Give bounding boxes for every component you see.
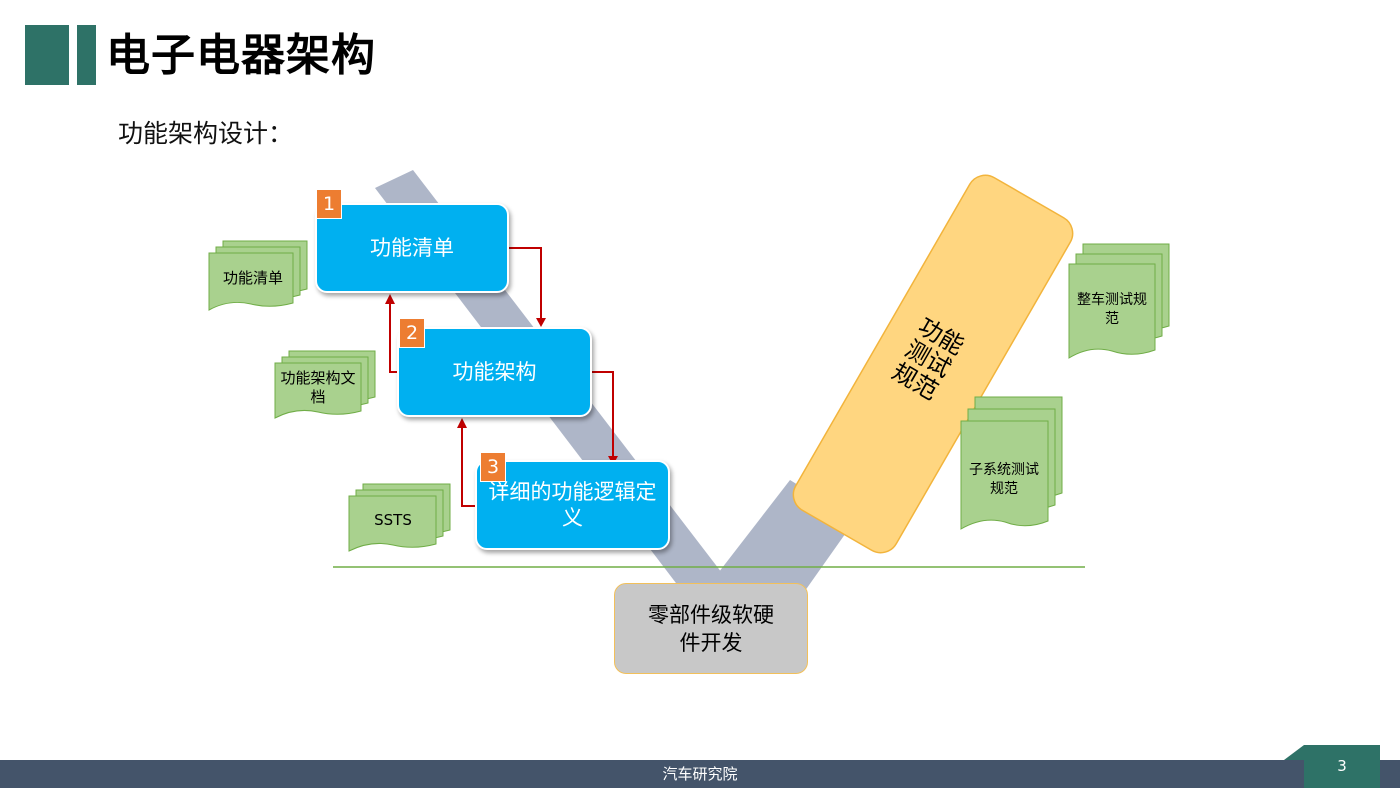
doc-label-function-list: 功能清单	[222, 268, 283, 287]
page-number-tab-edge	[1284, 745, 1304, 760]
doc-label-ssts: SSTS	[374, 510, 412, 529]
doc-stack-ssts	[348, 483, 451, 552]
flow-arrows	[389, 247, 614, 507]
footer-bar	[0, 760, 1400, 788]
step-box-logic-definition: 详细的功能逻辑定义	[475, 460, 670, 550]
title-accent-block	[25, 25, 69, 85]
doc-stack-subsystem-test	[960, 396, 1063, 530]
title-accent-bar	[77, 25, 96, 85]
step-box-function-list: 功能清单	[315, 203, 509, 293]
step-label: 功能清单	[370, 236, 454, 260]
step-label: 详细的功能逻辑定义	[488, 480, 657, 530]
doc-label-subsystem-test: 子系统测试规范	[969, 462, 1039, 497]
step-box-function-arch: 功能架构	[397, 327, 592, 417]
doc-stack-function-arch	[274, 350, 376, 419]
step-label: 功能架构	[452, 360, 537, 384]
step-badge-1: 1	[316, 189, 342, 219]
page-number-label: 3	[1337, 757, 1347, 775]
doc-label-function-arch: 功能架构文档	[280, 369, 356, 406]
component-dev-box: 零部件级软硬件开发	[614, 583, 808, 674]
step-badge-2: 2	[399, 318, 425, 348]
doc-label-vehicle-test: 整车测试规范	[1077, 292, 1147, 327]
test-spec-bar	[792, 174, 1074, 554]
doc-stack-function-list	[208, 240, 308, 311]
step-badge-3: 3	[480, 452, 506, 482]
doc-stack-vehicle-test	[1068, 243, 1170, 359]
component-dev-label: 零部件级软硬件开发	[648, 602, 774, 655]
section-subtitle: 功能架构设计：	[118, 119, 294, 148]
page-title: 电子电器架构	[106, 30, 376, 81]
footer-text: 汽车研究院	[662, 765, 738, 783]
page-number: 3	[1304, 745, 1380, 788]
